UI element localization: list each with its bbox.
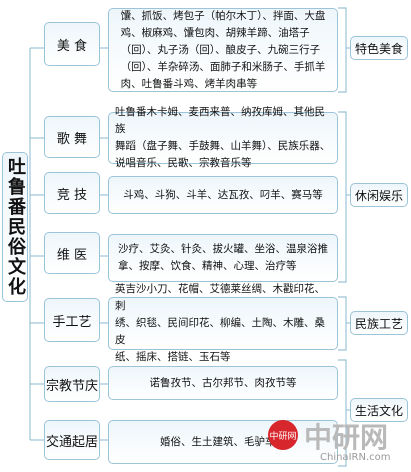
content-jiaotong: 婚俗、生土建筑、毛驴车、	[108, 420, 338, 464]
content-line: 英吉沙小刀、花帽、艾德莱丝绸、木戳印花、刺	[115, 283, 325, 312]
content-line: 鸡、椒麻鸡、馕包肉、胡辣羊蹄、油塔子	[120, 26, 310, 39]
content-line: 说唱音乐、民歌、宗教音乐等	[115, 157, 252, 169]
content-line: 拿、按摩、饮食、精神、心理、治疗等	[118, 260, 297, 272]
content-line: 诺鲁孜节、古尔邦节、肉孜节等	[149, 376, 297, 389]
category-zongjiao: 宗教节庆	[44, 366, 100, 402]
content-line: 吐鲁番木卡姆、麦西来普、纳孜库姆、其他民族	[115, 106, 325, 135]
content-zongjiao: 诺鲁孜节、古尔邦节、肉孜节等	[108, 366, 338, 400]
watermark: 中研网 中研网 ChinaIRN.com	[262, 412, 410, 472]
content-gewu: 吐鲁番木卡姆、麦西来普、纳孜库姆、其他民族 舞蹈（盘子舞、手鼓舞、山羊舞）、民族…	[108, 106, 338, 169]
content-line: （回）、羊杂碎汤、面肺子和米肠子、手抓羊	[120, 60, 326, 73]
category-jiaotong: 交通起居	[44, 420, 100, 460]
group-shenghuowenhua: 生活文化	[350, 398, 408, 422]
category-weiyi: 维 医	[44, 232, 100, 274]
content-line: 舞蹈（盘子舞、手鼓舞、山羊舞）、民族乐器、	[115, 140, 331, 152]
watermark-url: ChinaIRN.com	[320, 452, 391, 463]
group-xiuxianyule: 休闲娱乐	[350, 183, 408, 207]
content-line: 婚俗、生土建筑、毛驴车、	[160, 435, 286, 448]
watermark-text: 中研网	[304, 421, 389, 454]
content-jingji: 斗鸡、斗狗、斗羊、达瓦孜、叼羊、赛马等	[108, 176, 338, 214]
content-line: 绣、织毯、民间印花、柳编、土陶、木雕、桑皮	[115, 317, 325, 346]
category-gewu: 歌 舞	[44, 116, 100, 158]
root-node: 吐鲁番民俗文化	[2, 152, 28, 302]
content-meishi: 馕、抓饭、烤包子（帕尔木丁）、拌面、大盘 鸡、椒麻鸡、馕包肉、胡辣羊蹄、油塔子 …	[108, 8, 338, 92]
content-shougongyi: 英吉沙小刀、花帽、艾德莱丝绸、木戳印花、刺 绣、织毯、民间印花、柳编、土陶、木雕…	[108, 283, 338, 363]
category-jingji: 竞 技	[44, 172, 100, 214]
content-line: （回）、丸子汤（回）、酿皮子、九碗三行子	[120, 43, 321, 56]
group-tesemeishi: 特色美食	[350, 36, 408, 60]
content-line: 馕、抓饭、烤包子（帕尔木丁）、拌面、大盘	[120, 9, 326, 22]
category-meishi: 美 食	[44, 22, 100, 66]
content-line: 纸、摇床、搭链、玉石等	[115, 351, 231, 363]
content-line: 斗鸡、斗狗、斗羊、达瓦孜、叼羊、赛马等	[123, 188, 323, 201]
group-minzugongyi: 民族工艺	[350, 311, 408, 335]
content-weiyi: 沙疗、艾灸、针灸、拔火罐、坐浴、温泉浴推 拿、按摩、饮食、精神、心理、治疗等	[108, 234, 338, 282]
watermark-logo-icon: 中研网	[268, 420, 298, 450]
content-line: 沙疗、艾灸、针灸、拔火罐、坐浴、温泉浴推	[118, 243, 328, 255]
category-shougongyi: 手工艺	[44, 298, 100, 342]
content-line: 肉、吐鲁番斗鸡、烤羊肉串等	[120, 77, 258, 90]
